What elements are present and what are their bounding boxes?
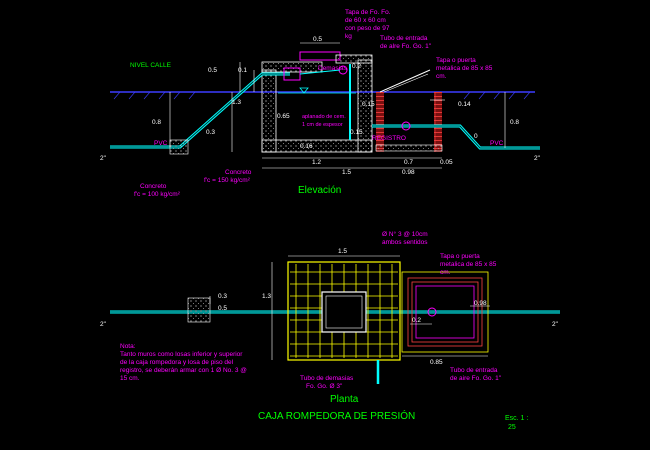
dim-05-top: 0.5 [313, 36, 322, 43]
plan-dia-left: 2" [100, 321, 107, 328]
elevation-dimensions [169, 42, 506, 169]
tapa-fo-label-3: con peso de 97 [345, 25, 390, 32]
pvc-left-label: PVC [154, 140, 168, 147]
elevation-view: NIVEL CALLE Tapa de Fo. Fo. de 60 x 60 c… [100, 9, 541, 198]
dim-02: 0.2 [352, 63, 361, 70]
tubo-demasias-label-1: Tubo de demasias [300, 375, 354, 382]
concreto-left-label-2: f'c = 100 kg/cm² [134, 191, 181, 198]
tapa-puerta-label-2: metalica de 85 x 85 [436, 65, 493, 72]
concreto-mid-label-1: Concreto [225, 169, 252, 176]
dim-08-left: 0.8 [152, 119, 161, 126]
box-lid [299, 51, 341, 61]
plan-tapa-label-2: metalica de 85 x 85 [440, 261, 497, 268]
plan-valve [427, 307, 437, 317]
plan-dim-05: 0.5 [218, 305, 227, 312]
plan-dim-03: 0.3 [218, 293, 227, 300]
plan-box [287, 261, 401, 361]
tapa-fo-label-4: kg [345, 33, 352, 40]
plan-dim-085: 0.85 [430, 359, 443, 366]
dim-01: 0.1 [238, 67, 247, 74]
varilla-label-1: Ø N° 3 @ 10cm [382, 230, 428, 238]
dim-065: 0.65 [277, 113, 290, 120]
dim-12: 1.2 [312, 159, 321, 166]
nota-line-3: de la caja rompedora y losa de piso del [120, 359, 234, 366]
tubo-entrada-label-2: de alre Fo. Go. 1" [380, 43, 432, 50]
plan-box-opening [321, 291, 367, 333]
dim-15: 1.5 [342, 169, 351, 176]
outlet-valve [401, 121, 411, 131]
dim-0: 0 [474, 133, 478, 140]
nota-line-2: Tanto muros como losas inferior y superi… [120, 351, 243, 358]
concreto-mid-label-2: f'c = 150 kg/cm² [204, 177, 251, 184]
demasias-label: Demasias [318, 65, 348, 72]
pvc-right-label: PVC [490, 140, 504, 147]
dim-015-b: 0.15 [350, 129, 363, 136]
scale-label-1: Esc. 1 : [505, 415, 528, 422]
registro-lid-inner [383, 73, 429, 93]
plan-dim-13: 1.3 [262, 293, 271, 300]
dim-03: 0.3 [206, 129, 215, 136]
tubo-demasias-label-2: Fo. Go. Ø 3" [306, 383, 343, 390]
plan-anchor-block [187, 297, 211, 323]
dim-016: 0.16 [300, 143, 313, 150]
plan-title: Planta [330, 394, 359, 405]
box-slab-top [261, 61, 323, 73]
dia-right-label: 2" [534, 155, 541, 162]
nota-line-5: 15 cm. [120, 375, 140, 382]
plan-dim-02: 0.2 [412, 317, 421, 324]
dim-014: 0.14 [458, 101, 471, 108]
plan-tapa-label-1: Tapa o puerta [440, 253, 480, 260]
nota-line-1: Nota: [120, 343, 136, 350]
inlet-pipe-core [110, 73, 290, 148]
box-slab-bottom [261, 139, 373, 153]
tapa-fo-label-1: Tapa de Fo. Fo. [345, 9, 391, 16]
aplanado-label-2: 1 cm de espesor [302, 122, 343, 128]
aplanado-label-1: aplanado de cem. [302, 114, 346, 120]
nivel-calle-label: NIVEL CALLE [130, 62, 172, 69]
plan-registro [401, 271, 489, 353]
varilla-label-2: ambos sentidos [382, 239, 428, 246]
plan-dia-right: 2" [552, 321, 559, 328]
registro-lid [379, 69, 431, 93]
box-lid-right [335, 54, 373, 64]
tapa-puerta-label-3: cm. [436, 73, 447, 80]
nota-line-4: registro, se deberán armar con 1 Ø No. 3… [120, 367, 247, 374]
dim-08-right: 0.8 [510, 119, 519, 126]
dim-05-left: 0.5 [208, 67, 217, 74]
water-symbol [299, 87, 309, 94]
plan-dim-15: 1.5 [338, 248, 347, 255]
tapa-puerta-label-1: Tapa o puerta [436, 57, 476, 64]
dim-015-a: 0.15 [362, 101, 375, 108]
tubo-entrada-label-1: Tubo de entrada [380, 35, 428, 42]
registro-wall-right [434, 92, 442, 152]
scale-label-2: 25 [508, 424, 516, 431]
dim-005: 0.05 [440, 159, 453, 166]
dim-07: 0.7 [404, 159, 413, 166]
ground-hatch [113, 91, 531, 100]
dim-098: 0.98 [402, 169, 415, 176]
drawing-title: CAJA ROMPEDORA DE PRESIÓN [258, 409, 415, 422]
dia-left-label: 2" [100, 155, 107, 162]
plan-tapa-label-3: cm. [440, 269, 451, 276]
registro-floor [375, 144, 443, 152]
plan-dim-098: 0.98 [474, 300, 487, 307]
registro-wall-left [376, 92, 384, 152]
elevation-title: Elevación [298, 185, 341, 196]
tapa-fo-label-2: de 60 x 60 cm [345, 17, 386, 24]
concreto-left-label-1: Concreto [140, 183, 167, 190]
dim-13: 1.3 [232, 99, 241, 106]
anchor-block [169, 139, 189, 155]
plan-dimensions [209, 255, 490, 360]
plan-view: 1.5 1.3 0.3 0.5 0.98 0.2 0.85 2" 2" Ø N°… [100, 230, 560, 405]
plan-tubo-entrada-label-2: de aire Fo. Go. 1" [450, 375, 502, 382]
plan-tubo-entrada-label-1: Tubo de entrada [450, 367, 498, 374]
registro-label: REGISTRO [372, 135, 406, 142]
